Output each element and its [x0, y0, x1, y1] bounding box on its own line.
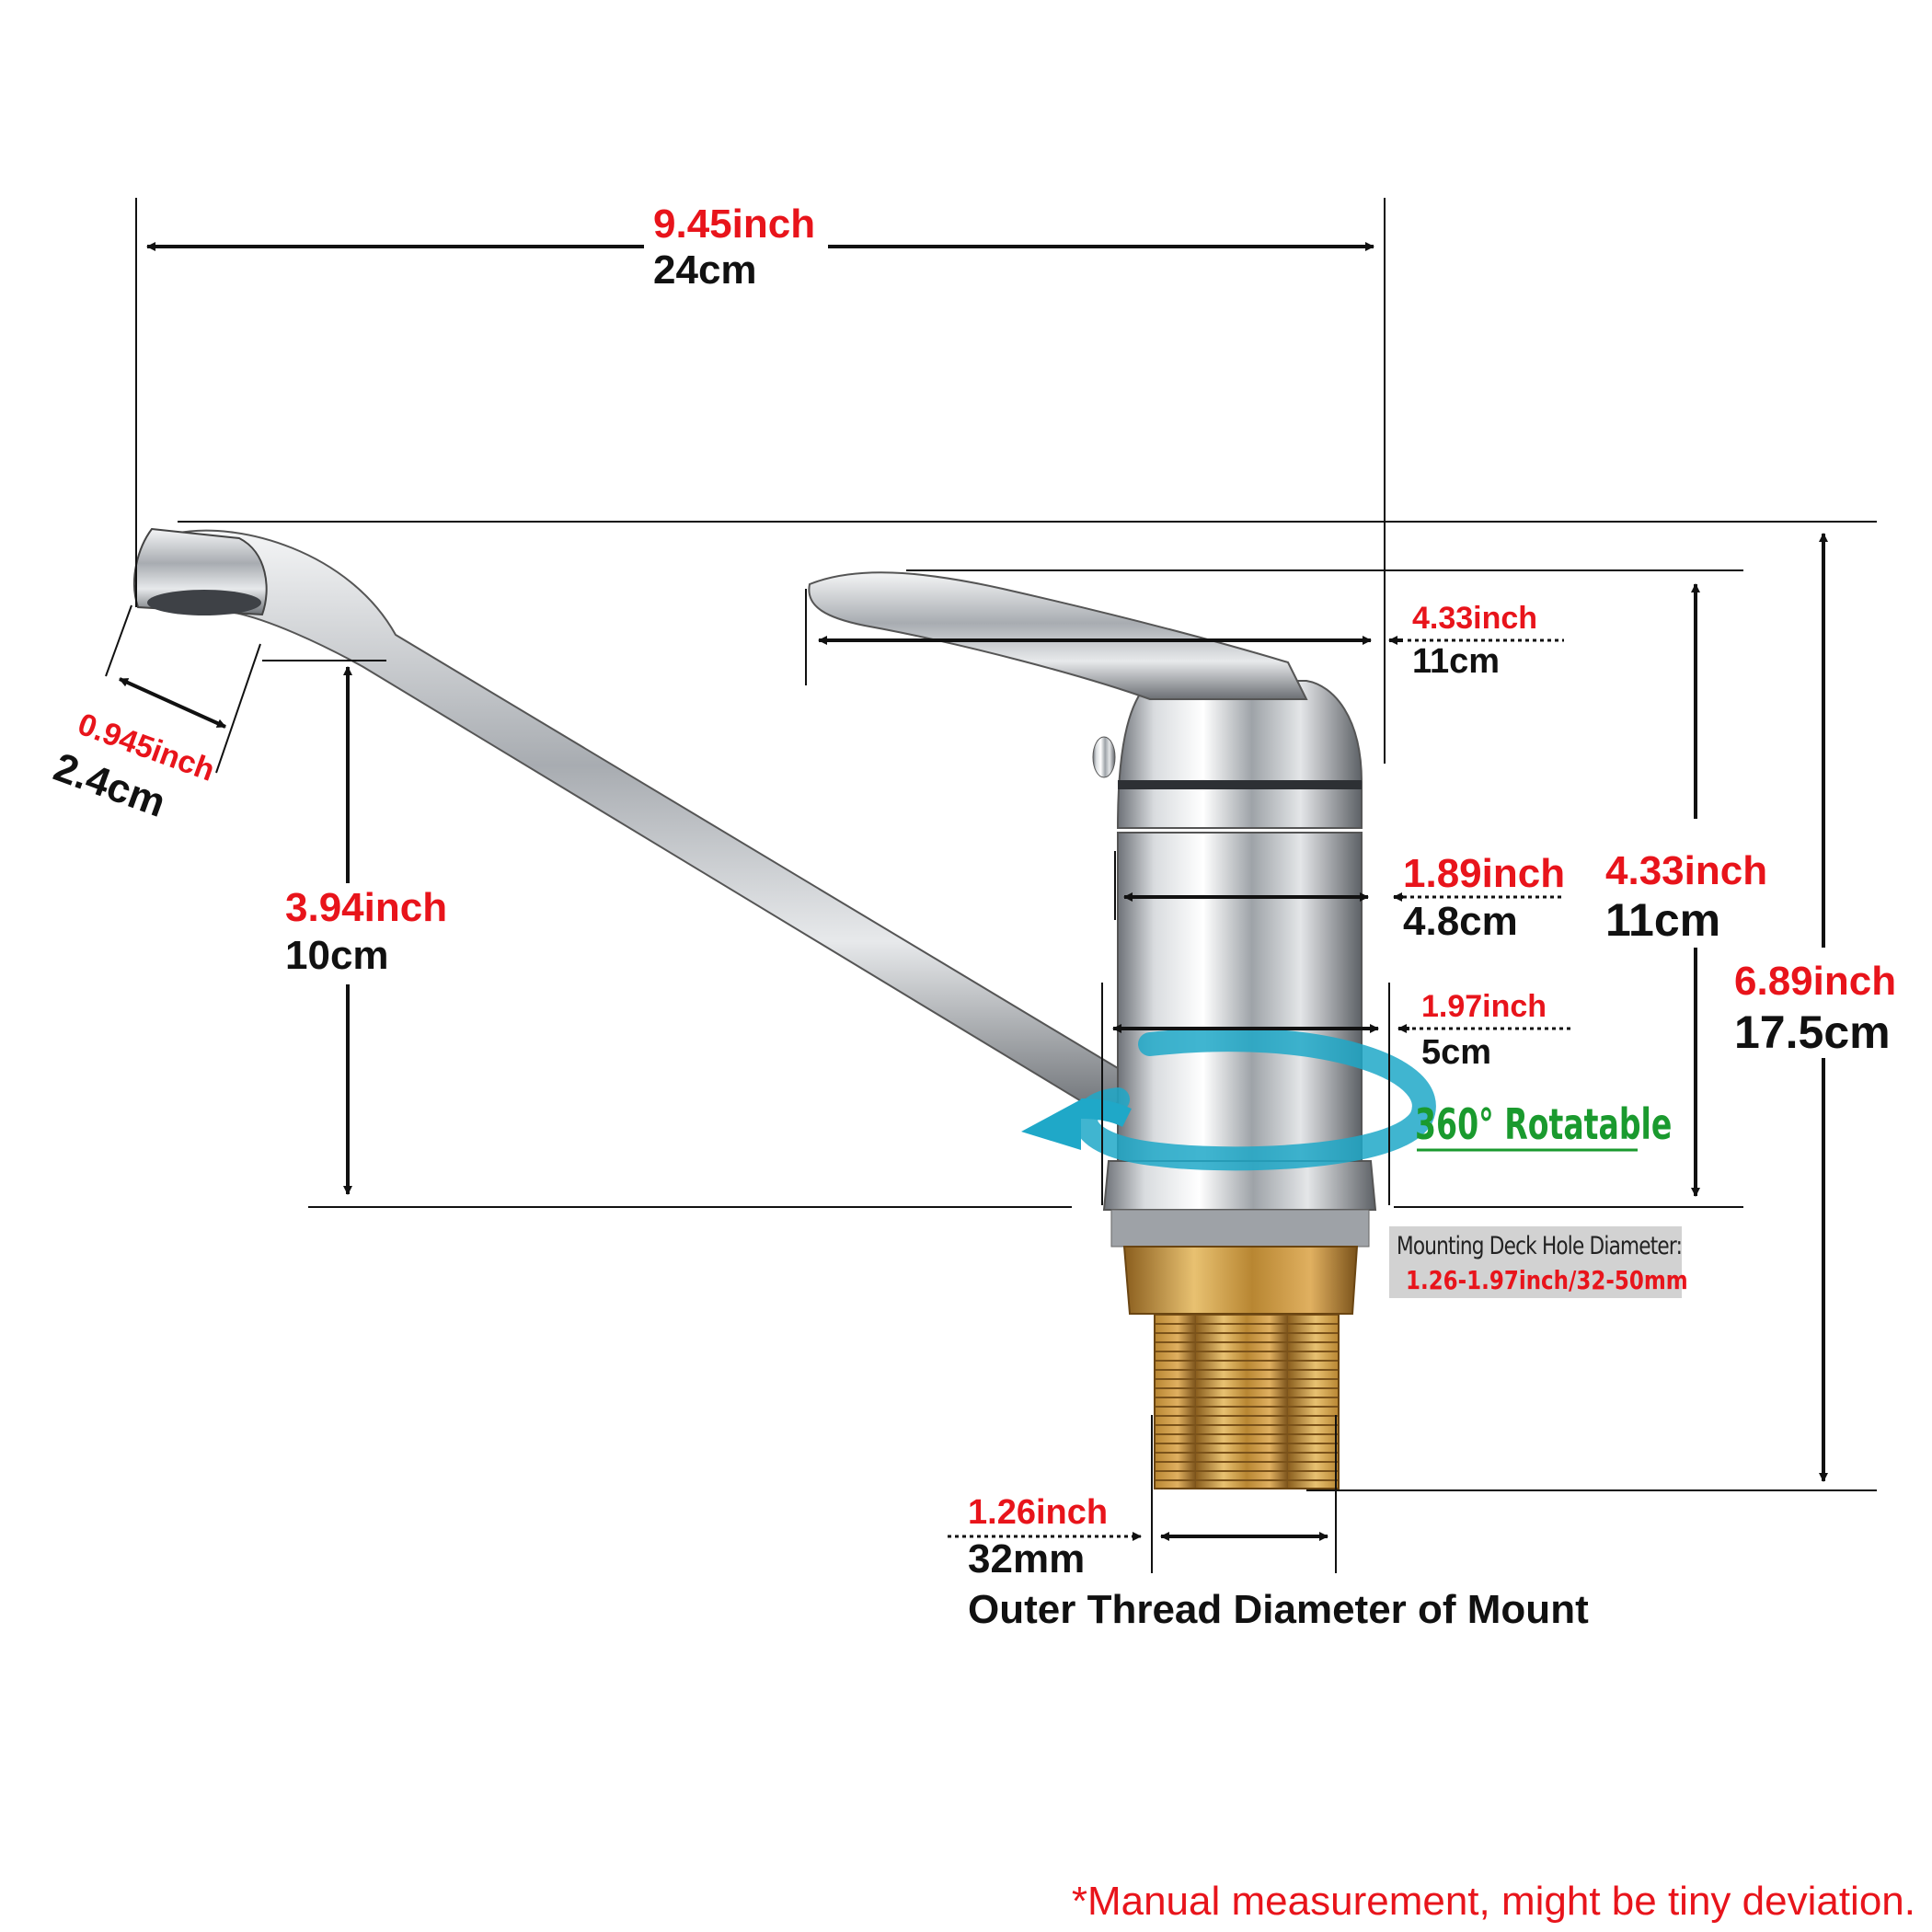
total-height-cm: 17.5cm: [1734, 1006, 1891, 1058]
total-height-inch: 6.89inch: [1734, 959, 1897, 1004]
spout-height-inch: 3.94inch: [285, 885, 448, 930]
thread-diameter-mm: 32mm: [968, 1536, 1086, 1581]
body-diameter-upper-inch: 1.89inch: [1403, 851, 1566, 896]
spout: [173, 529, 1133, 1120]
body-diameter-lower-cm: 5cm: [1421, 1033, 1492, 1072]
spout-height-cm: 10cm: [285, 933, 389, 978]
faucet-body: [1117, 832, 1363, 1169]
rotation-label: 360° Rotatable: [1415, 1099, 1673, 1149]
handle-length-cm: 11cm: [1412, 642, 1501, 681]
faucet-illustration: [132, 527, 1377, 1489]
threaded-shank: [1154, 1313, 1340, 1489]
body-height-cm: 11cm: [1605, 894, 1721, 946]
thread-diameter-title: Outer Thread Diameter of Mount: [968, 1587, 1589, 1632]
body-diameter-upper-cm: 4.8cm: [1403, 899, 1518, 944]
overall-length-cm: 24cm: [653, 247, 757, 293]
body-height-inch: 4.33inch: [1605, 848, 1768, 893]
lever-handle: [808, 571, 1308, 700]
thread-diameter-inch: 1.26inch: [968, 1493, 1109, 1532]
mounting-hole-title: Mounting Deck Hole Diameter:: [1397, 1232, 1683, 1260]
mounting-hole-value: 1.26-1.97inch/32-50mm: [1406, 1265, 1688, 1295]
brass-nut: [1122, 1246, 1359, 1315]
measurement-note: *Manual measurement, might be tiny devia…: [1071, 1879, 1915, 1924]
handle-length-inch: 4.33inch: [1412, 601, 1538, 636]
rotation-arrow-icon: [1021, 1028, 1436, 1171]
dimension-lines: [105, 198, 1877, 1573]
handle-cap: [1116, 680, 1363, 829]
body-diameter-lower-inch: 1.97inch: [1421, 989, 1547, 1024]
mounting-hole-box: Mounting Deck Hole Diameter: 1.26-1.97in…: [1389, 1226, 1688, 1298]
overall-length-inch: 9.45inch: [653, 201, 816, 247]
